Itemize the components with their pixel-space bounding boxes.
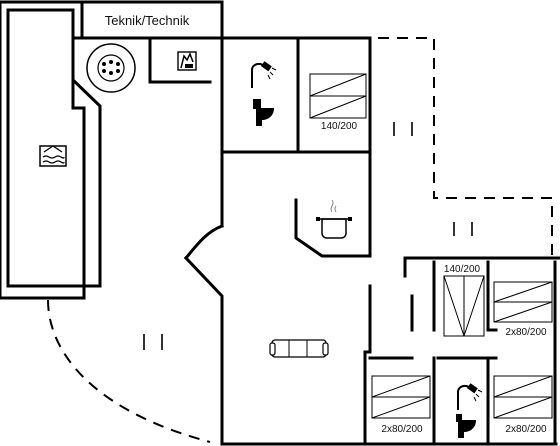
twin-bed-right-upper: 2x80/200 [493,281,553,338]
toilet-icon [253,99,274,126]
cooking-pot-icon [316,199,352,239]
double-bed-upper: 140/200 [309,73,367,132]
sofa-icon [269,339,329,358]
toilet-icon [456,414,476,438]
sauna-room [148,38,212,84]
exterior-walls [183,0,560,446]
shower-icon [251,61,277,88]
shower-icon [457,383,483,410]
twin-bed-lower-right: 2x80/200 [493,375,553,435]
window-marks [143,122,473,350]
technical-room: Teknik/Technik [71,0,224,40]
bed-size-label: 2x80/200 [505,327,547,338]
twin-bed-lower-left: 2x80/200 [371,375,431,435]
double-bed-middle: 140/200 [443,264,485,337]
bed-size-label: 2x80/200 [505,424,547,435]
sauna-icon [177,51,197,71]
technical-room-label: Teknik/Technik [105,13,190,28]
curved-wall [183,224,224,261]
bed-size-label: 140/200 [444,264,481,275]
bed-size-label: 140/200 [321,121,358,132]
swimming-pool-icon [39,145,67,167]
bed-size-label: 2x80/200 [381,424,423,435]
interior-walls [220,36,558,446]
whirlpool-icon [86,43,136,93]
terrace-outline [47,37,553,443]
